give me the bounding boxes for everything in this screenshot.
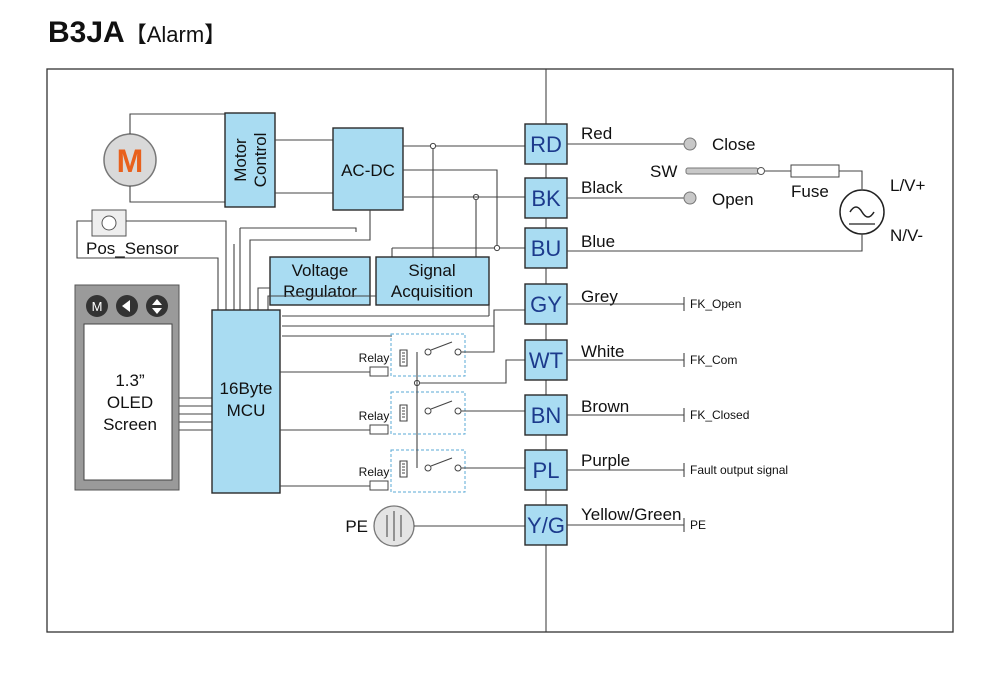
terminal-pl-code: PL <box>533 458 560 483</box>
signal-acquisition-label-1: Signal <box>408 261 455 280</box>
terminal-bu-code: BU <box>531 236 562 261</box>
open-label: Open <box>712 190 754 209</box>
title-subtitle: 【Alarm】 <box>124 22 227 47</box>
svg-text:M: M <box>92 299 103 314</box>
fk-open-label: FK_Open <box>690 297 741 311</box>
pe-symbol-label: PE <box>345 517 368 536</box>
acdc-label: AC-DC <box>341 161 395 180</box>
mcu-block <box>211 309 281 494</box>
wire-black-label: Black <box>581 178 623 197</box>
terminal-yg-code: Y/G <box>527 513 565 538</box>
pe-ground-icon <box>373 505 415 547</box>
wire-yellow-green-label: Yellow/Green <box>581 505 682 524</box>
terminal-bn: BN <box>524 394 568 436</box>
diagram-frame <box>46 68 954 633</box>
oled-label-1: 1.3” <box>115 371 145 390</box>
nv-minus-label: N/V- <box>890 226 923 245</box>
motor-control-label-1: Motor <box>231 138 250 182</box>
voltage-regulator-block <box>269 256 371 306</box>
oled-label-2: OLED <box>107 393 153 412</box>
title-model: B3JA <box>48 16 125 49</box>
terminal-bu: BU <box>524 227 568 269</box>
terminal-bk-code: BK <box>531 186 561 211</box>
terminal-yg: Y/G <box>524 504 568 546</box>
fuse-label: Fuse <box>791 182 829 201</box>
pos-sensor-label: Pos_Sensor <box>86 239 179 258</box>
wire-blue-label: Blue <box>581 232 615 251</box>
oled-label-3: Screen <box>103 415 157 434</box>
motor-control-label-2: Control <box>251 133 270 188</box>
relay-2-label: Relay <box>359 409 390 423</box>
signal-acquisition-block <box>375 256 490 306</box>
voltage-regulator-label-1: Voltage <box>292 261 349 280</box>
acdc-block <box>332 127 404 211</box>
signal-acquisition-label-2: Acquisition <box>391 282 473 301</box>
ac-source-icon <box>839 189 885 235</box>
menu-button-icon: M <box>86 295 108 317</box>
diagram-title: B3JA【Alarm】 <box>48 16 226 50</box>
pos-sensor-icon <box>91 209 127 237</box>
terminal-wt: WT <box>524 339 568 381</box>
sw-label: SW <box>650 162 677 181</box>
wire-red-label: Red <box>581 124 612 143</box>
terminal-rd-code: RD <box>530 132 562 157</box>
motor-icon: M <box>103 133 157 187</box>
oled-panel: M 1.3” OLED Screen <box>74 284 180 491</box>
wire-white-label: White <box>581 342 624 361</box>
close-label: Close <box>712 135 755 154</box>
relay-1: Relay <box>280 333 466 377</box>
svg-text:Motor: Motor <box>231 138 250 182</box>
fk-com-label: FK_Com <box>690 353 737 367</box>
motor-control-block <box>224 112 276 208</box>
up-down-button-icon <box>146 295 168 317</box>
wire-purple-label: Purple <box>581 451 630 470</box>
pe-output-label: PE <box>690 518 706 532</box>
terminal-pl: PL <box>524 449 568 491</box>
terminal-gy-code: GY <box>530 292 562 317</box>
terminal-wt-code: WT <box>529 348 563 373</box>
lv-plus-label: L/V+ <box>890 176 926 195</box>
mcu-label-2: MCU <box>227 401 266 420</box>
wire-grey-label: Grey <box>581 287 618 306</box>
relay-3-label: Relay <box>359 465 390 479</box>
terminal-gy: GY <box>524 283 568 325</box>
voltage-regulator-label-2: Regulator <box>283 282 357 301</box>
fk-closed-label: FK_Closed <box>690 408 749 422</box>
relay-1-label: Relay <box>359 351 390 365</box>
motor-letter: M <box>117 143 144 179</box>
mcu-label-1: 16Byte <box>220 379 273 398</box>
terminal-rd: RD <box>524 123 568 165</box>
fuse-icon <box>790 164 840 178</box>
relay-3: Relay <box>280 449 466 493</box>
wire-brown-label: Brown <box>581 397 629 416</box>
relay-2: Relay <box>280 391 466 435</box>
left-button-icon <box>116 295 138 317</box>
selector-switch-icon <box>685 167 765 175</box>
terminal-bk: BK <box>524 177 568 219</box>
fault-output-label: Fault output signal <box>690 463 788 477</box>
svg-text:Control: Control <box>251 133 270 188</box>
terminal-bn-code: BN <box>531 403 562 428</box>
